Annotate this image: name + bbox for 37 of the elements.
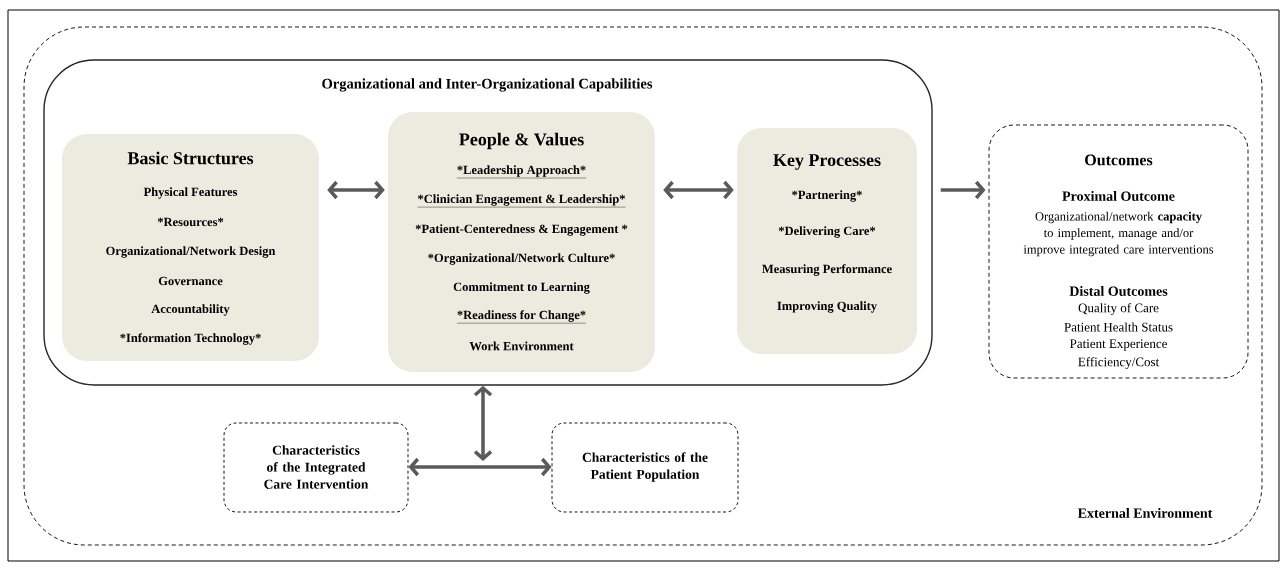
heading: Key Processes <box>773 154 881 170</box>
list-item: Efficiency/Cost <box>1078 357 1160 369</box>
list-item: Physical Features <box>143 187 238 199</box>
heading: People & Values <box>459 132 584 150</box>
list-item: Governance <box>158 276 223 286</box>
heading: Organizational and Inter-Organizational Capabilities <box>322 78 653 92</box>
list-item: *Information Technology* <box>120 333 261 345</box>
heading: Basic Structures <box>127 151 254 165</box>
list-item: Commitment to Learning <box>453 282 590 294</box>
list-item: *Readiness for Change* <box>456 310 587 324</box>
heading: Proximal Outcome <box>1062 191 1175 201</box>
list-item: *Clinician Engagement & Leadership* <box>417 194 626 208</box>
heading: External Environment <box>1077 508 1213 518</box>
list-item: Quality of Care <box>1078 303 1159 315</box>
list-item: Measuring Performance <box>762 264 892 276</box>
list-item: *Resources* <box>157 217 224 227</box>
description: Organizational/network capacity to implement, manage and/or improve integrated care interventions <box>1023 211 1214 257</box>
list-item: Patient Experience <box>1069 339 1167 351</box>
arrow <box>940 180 986 200</box>
list-item: *Patient-Centeredness & Engagement * <box>415 224 628 236</box>
heading: Outcomes <box>1085 154 1153 166</box>
arrow <box>327 180 385 200</box>
arrow <box>473 385 493 461</box>
list-item: *Organizational/Network Culture* <box>428 253 615 265</box>
list-item: Improving Quality <box>777 301 877 313</box>
list-item: *Partnering* <box>792 190 862 202</box>
box-label: Characteristics of the Integrated Care Intervention <box>264 445 369 489</box>
list-item: Accountability <box>151 304 230 316</box>
arrow <box>408 457 552 477</box>
box-label: Characteristics of the Patient Population <box>582 452 708 482</box>
list-item: Organizational/Network Design <box>106 246 276 258</box>
list-item: *Leadership Approach* <box>456 165 587 179</box>
arrow <box>663 180 734 200</box>
list-item: Work Environment <box>469 341 574 351</box>
heading: Distal Outcomes <box>1069 286 1168 296</box>
list-item: *Delivering Care* <box>778 226 876 238</box>
list-item: Patient Health Status <box>1064 322 1173 332</box>
